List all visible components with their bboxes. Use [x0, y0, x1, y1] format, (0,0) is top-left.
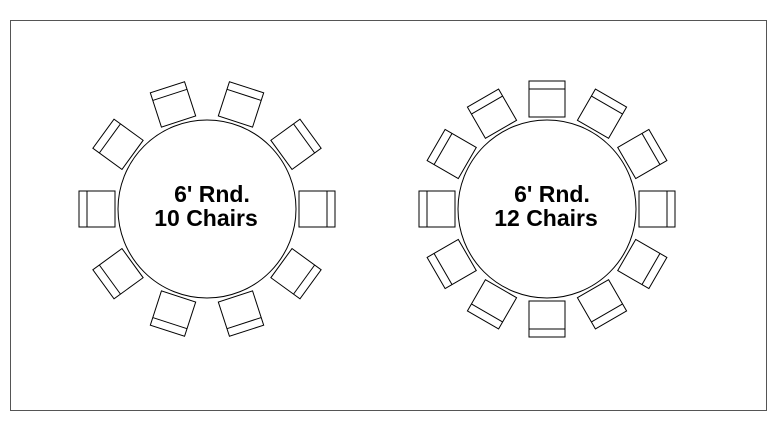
chair — [617, 128, 668, 180]
chair — [270, 118, 322, 171]
chair — [92, 118, 144, 171]
table-10-group: 6' Rnd. 10 Chairs — [78, 81, 336, 337]
room-border — [10, 20, 767, 411]
chair — [149, 290, 197, 337]
chair — [617, 238, 668, 290]
chair — [78, 190, 116, 228]
table-10-chairs-label: 10 Chairs — [154, 205, 258, 231]
chair — [418, 190, 456, 228]
chair — [217, 290, 265, 337]
chair — [92, 247, 144, 300]
chair — [426, 128, 477, 180]
chair — [528, 300, 566, 338]
table-12-group: 6' Rnd. 12 Chairs — [418, 80, 676, 338]
chair — [466, 279, 518, 330]
round-table — [117, 119, 297, 299]
table-12-chairs-label: 12 Chairs — [494, 205, 598, 231]
chair — [466, 88, 518, 139]
chair — [576, 88, 628, 139]
table-12-size-label: 6' Rnd. — [514, 181, 590, 207]
chair — [576, 279, 628, 330]
chair — [270, 247, 322, 300]
table-10-size-label: 6' Rnd. — [174, 181, 250, 207]
round-table — [457, 119, 637, 299]
chair — [528, 80, 566, 118]
chair — [298, 190, 336, 228]
chair — [426, 238, 477, 290]
chair — [149, 81, 197, 128]
chair — [638, 190, 676, 228]
chair — [217, 81, 265, 128]
